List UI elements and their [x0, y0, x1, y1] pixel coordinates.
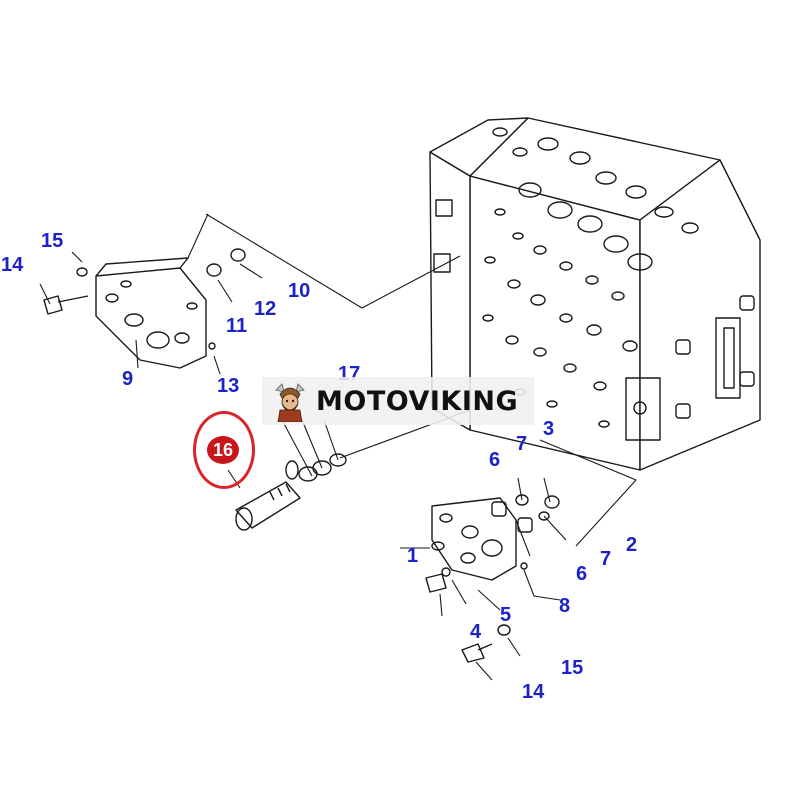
part-16-badge: 16: [207, 436, 239, 464]
callout-9: 9: [122, 368, 134, 390]
callout-2: 2: [626, 534, 638, 556]
callout-6-upper: 6: [489, 449, 501, 471]
relief-valve-housing-9: [43, 248, 246, 369]
callout-4: 4: [470, 621, 482, 643]
callout-6-lower: 6: [576, 563, 588, 585]
callout-7-lower: 7: [600, 548, 612, 570]
relief-valve-cartridge-16: [235, 453, 347, 531]
callout-15-upper: 15: [41, 230, 64, 252]
callout-3: 3: [543, 418, 555, 440]
callout-5: 5: [500, 604, 512, 626]
callout-13: 13: [217, 375, 240, 397]
relief-valve-housing-1: [425, 494, 560, 663]
callout-8: 8: [559, 595, 571, 617]
callout-11: 11: [226, 315, 248, 337]
viking-mascot-icon: [275, 383, 305, 422]
callout-14-upper: 14: [1, 254, 24, 276]
callout-14-lower: 14: [522, 681, 545, 703]
callout-15-lower: 15: [561, 657, 584, 679]
callout-7-upper: 7: [516, 433, 528, 455]
callout-1: 1: [407, 545, 419, 567]
callout-12: 12: [254, 298, 277, 320]
highlight-ring: [193, 411, 255, 489]
watermark-banner: MOTOVIKING: [262, 377, 534, 425]
callout-10: 10: [288, 280, 311, 302]
watermark-text: MOTOVIKING: [316, 385, 519, 417]
